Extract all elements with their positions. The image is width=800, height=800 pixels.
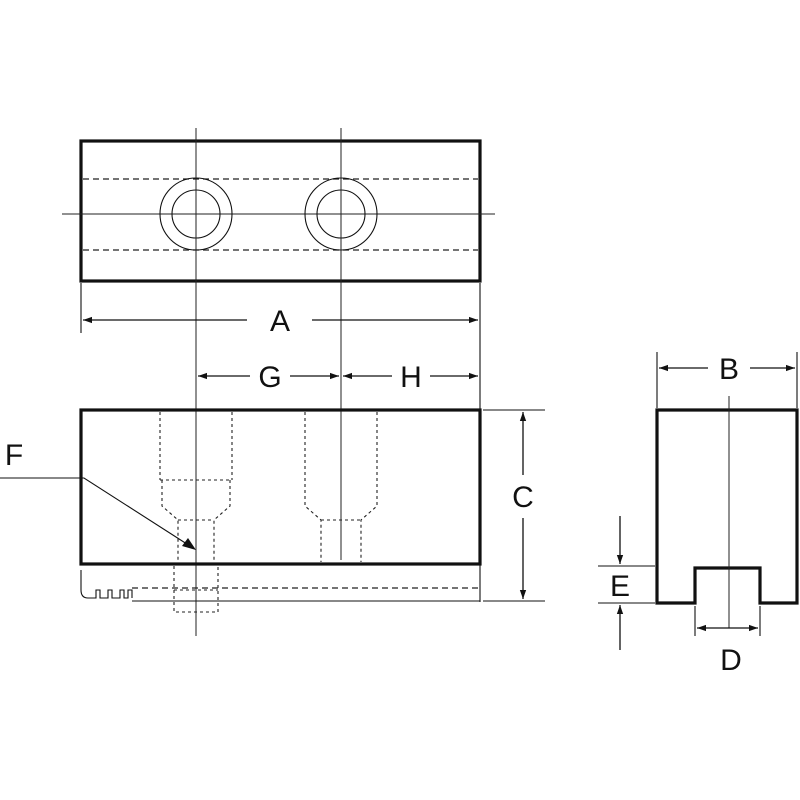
- dimension-b: B: [656, 352, 798, 408]
- bolt-2-hidden-outline: [304, 412, 378, 562]
- dimension-c: C: [483, 409, 545, 602]
- callout-f-leader: [0, 477, 191, 547]
- side-view-outline: [655, 408, 799, 605]
- callout-f-label: F: [5, 439, 23, 472]
- side-view: [655, 396, 799, 628]
- bolt-1-hidden-thread: [173, 566, 219, 613]
- dimension-e: E: [598, 516, 655, 650]
- callout-f-arrowhead: [182, 538, 196, 550]
- dimension-h: H: [343, 361, 478, 394]
- dimension-a: A: [83, 305, 478, 338]
- front-view: [79, 408, 482, 613]
- dimension-g: G: [198, 361, 339, 394]
- dim-a-label: A: [270, 305, 290, 338]
- callout-f: F: [0, 439, 196, 550]
- serration-teeth: [80, 570, 133, 599]
- dim-h-label: H: [400, 361, 422, 394]
- dimension-d: D: [694, 606, 761, 677]
- counterbore-1-hidden-sides: [159, 412, 233, 480]
- dim-e-label: E: [610, 570, 630, 603]
- dim-b-label: B: [719, 353, 739, 386]
- top-view: [62, 139, 495, 283]
- top-view-outline: [79, 139, 482, 283]
- bolt-1-hidden-head: [160, 479, 232, 562]
- dim-c-label: C: [512, 481, 534, 514]
- dim-d-label: D: [720, 644, 742, 677]
- front-view-outline: [79, 408, 482, 566]
- dim-g-label: G: [258, 361, 281, 394]
